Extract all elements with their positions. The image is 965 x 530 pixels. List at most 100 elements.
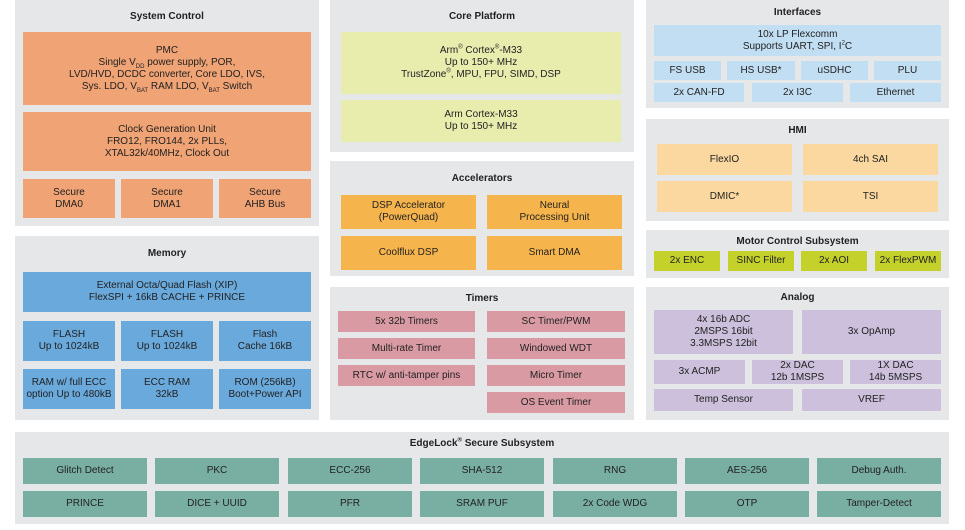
analog-section: Analog 4x 16b ADC 2MSPS 16bit 3.3MSPS 12… — [646, 287, 949, 420]
clock-line1: Clock Generation Unit — [118, 123, 216, 135]
memory-section: Memory External Octa/Quad Flash (XIP) Fl… — [15, 236, 319, 420]
dac-12b-block: 2x DAC 12b 1MSPS — [752, 360, 843, 384]
glitch-detect-block: Glitch Detect — [23, 458, 147, 484]
flash-a-line1: FLASH — [52, 329, 86, 340]
ecc-ram-line2: 32kB — [155, 389, 179, 400]
dac2-line1: 1X DAC — [877, 360, 914, 371]
motor-control-title: Motor Control Subsystem — [736, 236, 859, 247]
cortex-m33-core2-block: Arm Cortex-M33 Up to 150+ MHz — [341, 100, 621, 142]
pmc-title: PMC — [155, 44, 179, 56]
dice-uuid-block: DICE + UUID — [155, 491, 279, 517]
ext-flash-line2: FlexSPI + 16kB CACHE + PRINCE — [88, 292, 246, 303]
dac1-line1: 2x DAC — [780, 360, 815, 371]
dma1-line2: DMA1 — [153, 198, 181, 210]
clock-line2: FRO12, FRO144, 2x PLLs, — [106, 135, 228, 147]
ahb-line2: AHB Bus — [244, 198, 286, 210]
flash-b-block: FLASH Up to 1024kB — [121, 321, 213, 361]
tsi-block: TSI — [803, 181, 938, 212]
multi-rate-timer-block: Multi-rate Timer — [338, 338, 475, 359]
core1-line1: Arm® Cortex®-M33 — [439, 44, 523, 56]
vref-block: VREF — [802, 389, 941, 411]
dac1-line2: 12b 1MSPS — [770, 372, 825, 383]
dma1-line1: Secure — [151, 186, 183, 198]
memory-title: Memory — [147, 248, 187, 259]
ram-line2: option Up to 480kB — [26, 389, 112, 400]
enc-block: 2x ENC — [654, 251, 720, 271]
timers-section: Timers 5x 32b Timers Multi-rate Timer RT… — [330, 287, 634, 420]
dma0-line1: Secure — [53, 186, 85, 198]
ext-flash-line1: External Octa/Quad Flash (XIP) — [96, 280, 238, 291]
prince-block: PRINCE — [23, 491, 147, 517]
flexcomm-line2: Supports UART, SPI, I2C — [742, 40, 853, 52]
system-control-title: System Control — [130, 11, 204, 22]
sc-timer-block: SC Timer/PWM — [487, 311, 625, 332]
accelerators-title: Accelerators — [451, 173, 513, 184]
os-event-timer-block: OS Event Timer — [487, 392, 625, 413]
flexpwm-block: 2x FlexPWM — [875, 251, 941, 271]
analog-title: Analog — [780, 292, 815, 303]
adc-block: 4x 16b ADC 2MSPS 16bit 3.3MSPS 12bit — [654, 310, 793, 354]
core-platform-title: Core Platform — [448, 11, 516, 22]
usdhc-block: uSDHC — [801, 61, 868, 80]
otp-block: OTP — [685, 491, 809, 517]
clock-line3: XTAL32k/40MHz, Clock Out — [104, 147, 230, 159]
flexcomm-block: 10x LP Flexcomm Supports UART, SPI, I2C — [654, 25, 941, 56]
rom-line1: ROM (256kB) — [234, 377, 296, 388]
flash-cache-block: Flash Cache 16kB — [219, 321, 311, 361]
sha-512-block: SHA-512 — [420, 458, 544, 484]
flexio-block: FlexIO — [657, 144, 792, 175]
dac2-line2: 14b 5MSPS — [868, 372, 923, 383]
pkc-block: PKC — [155, 458, 279, 484]
edgelock-title: EdgeLock® Secure Subsystem — [409, 437, 555, 449]
dac-14b-block: 1X DAC 14b 5MSPS — [850, 360, 941, 384]
dsp-line1: DSP Accelerator — [371, 200, 446, 211]
flash-a-line2: Up to 1024kB — [38, 341, 100, 352]
sram-puf-block: SRAM PUF — [420, 491, 544, 517]
clock-generation-block: Clock Generation Unit FRO12, FRO144, 2x … — [23, 112, 311, 171]
ram-line1: RAM w/ full ECC — [31, 377, 107, 388]
pmc-line2: LVD/HVD, DCDC converter, Core LDO, IVS, — [69, 68, 265, 80]
hs-usb-block: HS USB* — [727, 61, 795, 80]
ecc-ram-line1: ECC RAM — [143, 377, 191, 388]
timers-title: Timers — [465, 293, 499, 304]
smart-dma-block: Smart DMA — [487, 236, 622, 270]
cortex-m33-core1-block: Arm® Cortex®-M33 Up to 150+ MHz TrustZon… — [341, 32, 621, 94]
secure-ahb-bus-block: Secure AHB Bus — [219, 179, 311, 218]
flash-b-line2: Up to 1024kB — [136, 341, 198, 352]
npu-block: Neural Processing Unit — [487, 195, 622, 229]
pmc-line1: Single VDD power supply, POR, — [98, 56, 236, 70]
hmi-title: HMI — [788, 125, 807, 136]
flash-a-block: FLASH Up to 1024kB — [23, 321, 115, 361]
ecc-256-block: ECC-256 — [288, 458, 412, 484]
flash-b-line1: FLASH — [150, 329, 184, 340]
secure-dma0-block: Secure DMA0 — [23, 179, 115, 218]
rom-line2: Boot+Power API — [228, 389, 302, 400]
micro-timer-block: Micro Timer — [487, 365, 625, 386]
dsp-line2: (PowerQuad) — [378, 212, 439, 223]
hmi-section: HMI FlexIO 4ch SAI DMIC* TSI — [646, 119, 949, 221]
accelerators-section: Accelerators DSP Accelerator (PowerQuad)… — [330, 161, 634, 276]
pfr-block: PFR — [288, 491, 412, 517]
core1-line3: TrustZone®, MPU, FPU, SIMD, DSP — [401, 68, 561, 80]
plu-block: PLU — [874, 61, 941, 80]
aoi-block: 2x AOI — [801, 251, 867, 271]
interfaces-section: Interfaces 10x LP Flexcomm Supports UART… — [646, 0, 949, 108]
opamp-block: 3x OpAmp — [802, 310, 941, 354]
sai-block: 4ch SAI — [803, 144, 938, 175]
interfaces-title: Interfaces — [773, 7, 822, 18]
sinc-filter-block: SINC Filter — [728, 251, 794, 271]
core-platform-section: Core Platform Arm® Cortex®-M33 Up to 150… — [330, 0, 634, 152]
core2-line1: Arm Cortex-M33 — [444, 109, 518, 120]
tamper-detect-block: Tamper-Detect — [817, 491, 941, 517]
ecc-ram-block: ECC RAM 32kB — [121, 369, 213, 409]
secure-dma1-block: Secure DMA1 — [121, 179, 213, 218]
npu-line2: Processing Unit — [519, 212, 590, 223]
dmic-block: DMIC* — [657, 181, 792, 212]
acmp-block: 3x ACMP — [654, 360, 745, 384]
timer-32b-block: 5x 32b Timers — [338, 311, 475, 332]
ahb-line1: Secure — [249, 186, 281, 198]
adc-line3: 3.3MSPS 12bit — [690, 338, 757, 349]
rng-block: RNG — [553, 458, 677, 484]
core1-line2: Up to 150+ MHz — [444, 57, 518, 68]
dsp-accelerator-block: DSP Accelerator (PowerQuad) — [341, 195, 476, 229]
